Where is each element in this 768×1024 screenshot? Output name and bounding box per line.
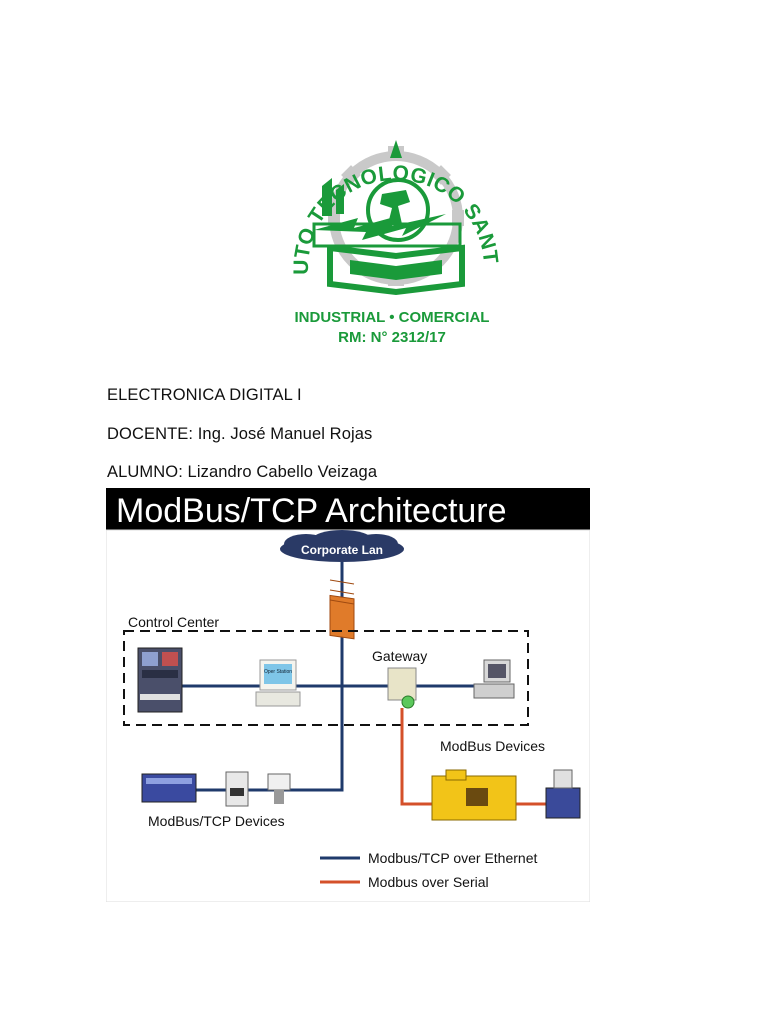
- institute-logo: INSTITUTO TECNOLOGICO SANTA CRUZ INDUSTR…: [262, 80, 510, 346]
- control-center-box: [123, 630, 529, 726]
- plc-icon: [141, 773, 197, 803]
- logo-line2: RM: N° 2312/17: [338, 329, 446, 346]
- subject-title: ELECTRONICA DIGITAL I: [107, 386, 302, 404]
- logo-graphic: INSTITUTO TECNOLOGICO SANTA CRUZ INDUSTR…: [262, 80, 501, 346]
- firewall-icon: [329, 579, 355, 640]
- diagram-title-bar: [106, 488, 590, 530]
- server-rack-icon: [137, 647, 183, 713]
- screen-text: Oper Station: [264, 669, 292, 675]
- cloud-icon: [280, 530, 404, 562]
- student-line: ALUMNO: Lizandro Cabello Veizaga: [107, 463, 378, 481]
- legend-serial-label: Modbus over Serial: [368, 874, 489, 890]
- logo-line1: INDUSTRIAL • COMERCIAL: [295, 309, 490, 326]
- gateway-label: Gateway: [372, 648, 427, 664]
- workstation-icon: Oper Station: [255, 659, 301, 707]
- gateway-icon: [387, 667, 417, 709]
- diagram-title: ModBus/TCP Architecture: [116, 492, 507, 530]
- io-module-icon: [225, 771, 249, 807]
- flow-meter-icon: [545, 769, 581, 819]
- modbus-devices-label: ModBus Devices: [440, 738, 545, 754]
- modbus-architecture-diagram: ModBus/TCP Architecture Corporate Lan Co…: [105, 488, 591, 903]
- legend-ethernet-label: Modbus/TCP over Ethernet: [368, 850, 537, 866]
- tcp-devices-label: ModBus/TCP Devices: [148, 813, 285, 829]
- cloud-label: Corporate Lan: [301, 543, 383, 557]
- control-center-label: Control Center: [128, 614, 219, 630]
- diagram-graphic: ModBus/TCP Architecture Corporate Lan Co…: [105, 488, 591, 903]
- generator-icon: [431, 769, 517, 821]
- computer-icon: [473, 659, 515, 699]
- sensor-icon: [267, 773, 291, 804]
- teacher-line: DOCENTE: Ing. José Manuel Rojas: [107, 425, 373, 443]
